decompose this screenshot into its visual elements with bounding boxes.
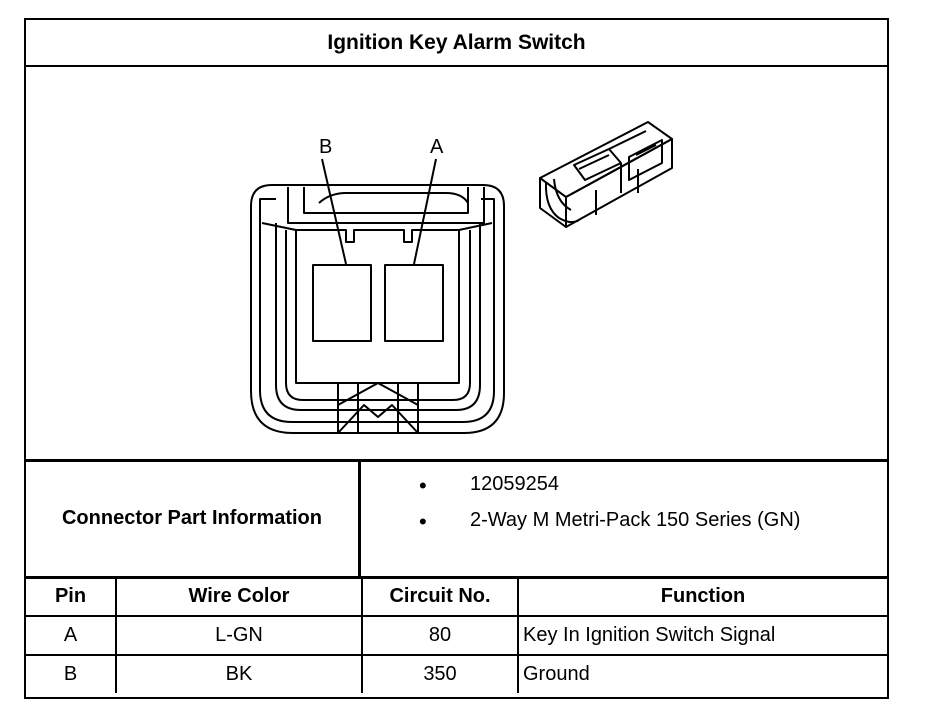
connector-face bbox=[250, 158, 505, 434]
header-function: Function bbox=[517, 578, 887, 617]
circuit-no-cell: 350 bbox=[361, 654, 519, 693]
connector-diagram-area: B A bbox=[26, 65, 887, 462]
terminal-a bbox=[384, 264, 444, 342]
wire-color-cell: BK bbox=[115, 654, 363, 693]
pin-label-a: A bbox=[430, 136, 444, 158]
table-row: A L-GN 80 Key In Ignition Switch Signal bbox=[26, 615, 887, 656]
part-number: 12059254 bbox=[470, 473, 559, 495]
connector-diagram: B A bbox=[250, 121, 673, 434]
pin-cell: A bbox=[26, 615, 117, 656]
pin-table: Pin Wire Color Circuit No. Function A L-… bbox=[26, 578, 887, 693]
pin-table-header: Pin Wire Color Circuit No. Function bbox=[26, 578, 887, 617]
terminal-b bbox=[312, 264, 372, 342]
connector-info-list: • 12059254 • 2-Way M Metri-Pack 150 Seri… bbox=[364, 461, 887, 576]
connector-series: 2-Way M Metri-Pack 150 Series (GN) bbox=[470, 509, 801, 531]
connector-iso-view bbox=[539, 121, 673, 228]
header-wire-color: Wire Color bbox=[115, 578, 363, 617]
function-cell: Ground bbox=[517, 654, 887, 693]
pin-cell: B bbox=[26, 654, 117, 693]
leader-line-b bbox=[321, 158, 347, 265]
connector-info-item: • 2-Way M Metri-Pack 150 Series (GN) bbox=[364, 507, 887, 537]
bullet-icon: • bbox=[419, 509, 427, 534]
pin-label-b: B bbox=[319, 136, 332, 158]
function-cell: Key In Ignition Switch Signal bbox=[517, 615, 887, 656]
wire-color-cell: L-GN bbox=[115, 615, 363, 656]
leader-line-a bbox=[413, 158, 437, 265]
header-pin: Pin bbox=[26, 578, 117, 617]
connector-info-label: Connector Part Information bbox=[26, 461, 361, 576]
connector-info-item: • 12059254 bbox=[364, 471, 887, 501]
header-circuit-no: Circuit No. bbox=[361, 578, 519, 617]
circuit-no-cell: 80 bbox=[361, 615, 519, 656]
sheet-title: Ignition Key Alarm Switch bbox=[26, 20, 887, 67]
connector-part-info: Connector Part Information • 12059254 • … bbox=[26, 461, 887, 579]
bullet-icon: • bbox=[419, 473, 427, 498]
table-row: B BK 350 Ground bbox=[26, 654, 887, 693]
connector-sheet: Ignition Key Alarm Switch B A bbox=[24, 18, 889, 699]
